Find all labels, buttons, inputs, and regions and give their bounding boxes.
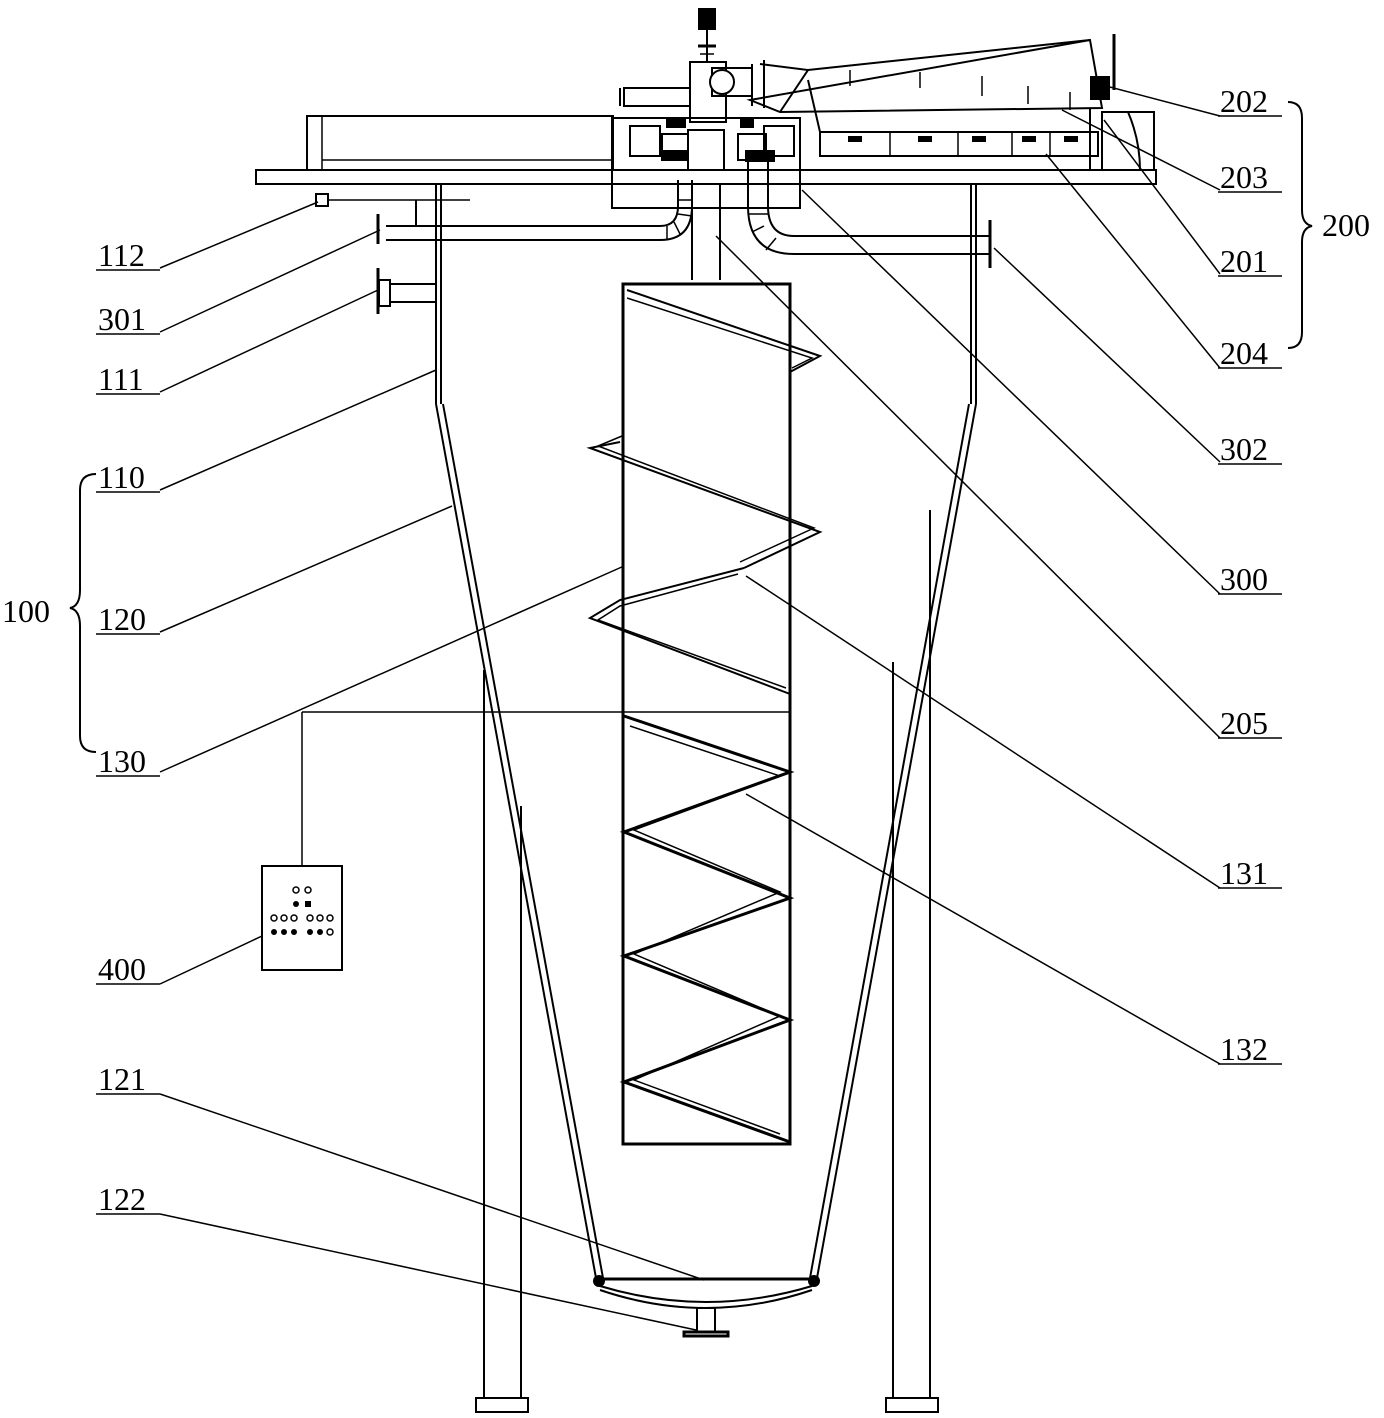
label-200: 200 bbox=[1322, 207, 1370, 243]
central-shaft bbox=[611, 8, 801, 280]
label-121: 121 bbox=[98, 1061, 146, 1097]
grouping-braces bbox=[69, 101, 1313, 753]
label-120: 120 bbox=[98, 601, 146, 637]
label-201: 201 bbox=[1220, 243, 1268, 279]
label-112: 112 bbox=[98, 237, 145, 273]
screening-unit bbox=[746, 34, 1141, 171]
support-legs bbox=[475, 510, 939, 1413]
label-205: 205 bbox=[1220, 705, 1268, 741]
control-cabinet bbox=[261, 711, 623, 971]
label-300: 300 bbox=[1220, 561, 1268, 597]
label-203: 203 bbox=[1220, 159, 1268, 195]
label-122: 122 bbox=[98, 1181, 146, 1217]
label-400: 400 bbox=[98, 951, 146, 987]
vessel-body bbox=[435, 184, 977, 1338]
label-302: 302 bbox=[1220, 431, 1268, 467]
reference-labels: 112 301 111 110 100 120 130 400 121 122 … bbox=[2, 83, 1370, 1217]
label-204: 204 bbox=[1220, 335, 1268, 371]
label-202: 202 bbox=[1220, 83, 1268, 119]
label-131: 131 bbox=[1220, 855, 1268, 891]
label-301: 301 bbox=[98, 301, 146, 337]
leader-lines bbox=[159, 85, 1221, 1331]
inner-drum bbox=[621, 282, 792, 1146]
label-130: 130 bbox=[98, 743, 146, 779]
spiral-lower bbox=[619, 714, 795, 1144]
spiral-upper bbox=[586, 289, 823, 695]
label-100: 100 bbox=[2, 593, 50, 629]
label-111: 111 bbox=[98, 361, 144, 397]
label-132: 132 bbox=[1220, 1031, 1268, 1067]
brace-100 bbox=[69, 473, 97, 753]
label-110: 110 bbox=[98, 459, 145, 495]
brace-200 bbox=[1287, 101, 1313, 349]
outlet-pipe-right bbox=[747, 160, 992, 268]
